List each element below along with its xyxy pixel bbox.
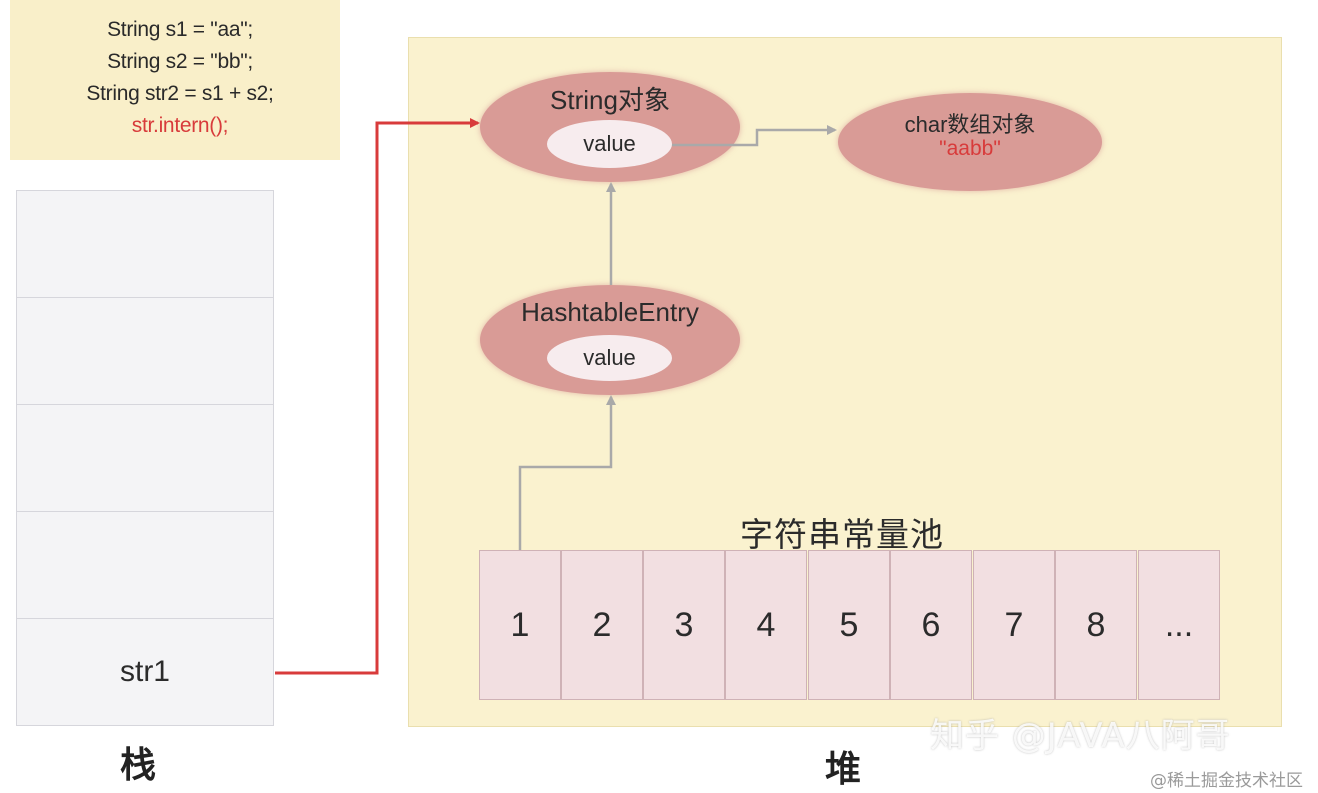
stack-frame: str1: [16, 190, 274, 727]
pool-slot: 2: [561, 550, 643, 700]
pool-slot: 1: [479, 550, 561, 700]
string-pool-title: 字符串常量池: [740, 515, 944, 554]
hashtable-entry-title: HashtableEntry: [521, 297, 699, 327]
reference-arrow-pool-to-entry: [518, 395, 616, 550]
pool-slot: 8: [1055, 550, 1137, 700]
char-array-value: "aabb": [939, 137, 1001, 160]
pool-slot: 3: [643, 550, 725, 700]
hashtable-entry-node: HashtableEntry value: [480, 285, 740, 395]
stack-slot: [16, 511, 274, 619]
char-array-node: char数组对象 "aabb": [838, 93, 1102, 191]
code-line: String s2 = "bb";: [107, 50, 253, 73]
string-constant-pool: 1 2 3 4 5 6 7 8 ...: [479, 550, 1220, 700]
pool-slot: 6: [890, 550, 972, 700]
heap-label: 堆: [825, 749, 862, 790]
pool-slot: 5: [808, 550, 890, 700]
stack-label: 栈: [120, 745, 157, 786]
string-object-node: String对象 value: [480, 72, 740, 182]
code-line: String s1 = "aa";: [107, 18, 253, 41]
string-object-value-field: value: [547, 120, 672, 168]
stack-slot-str1: str1: [16, 618, 274, 726]
reference-arrow-value-to-char-array: [672, 125, 837, 147]
string-object-title: String对象: [550, 85, 670, 115]
pool-slot: 7: [973, 550, 1055, 700]
hashtable-entry-value-field: value: [547, 335, 672, 381]
watermark: 知乎 @JAVA八阿哥: [930, 716, 1231, 756]
stack-variable-label: str1: [119, 655, 170, 688]
code-line-intern: str.intern();: [131, 114, 229, 137]
code-line: String str2 = s1 + s2;: [86, 82, 274, 105]
pool-slot: ...: [1138, 550, 1220, 700]
code-snippet-box: String s1 = "aa"; String s2 = "bb"; Stri…: [10, 0, 340, 160]
reference-arrow-str1-to-string-object: [275, 118, 480, 675]
pool-slot: 4: [725, 550, 807, 700]
char-array-title: char数组对象: [904, 112, 1036, 137]
stack-slot: [16, 404, 274, 512]
site-watermark: @稀土掘金技术社区: [1150, 771, 1303, 791]
stack-slot: [16, 297, 274, 405]
